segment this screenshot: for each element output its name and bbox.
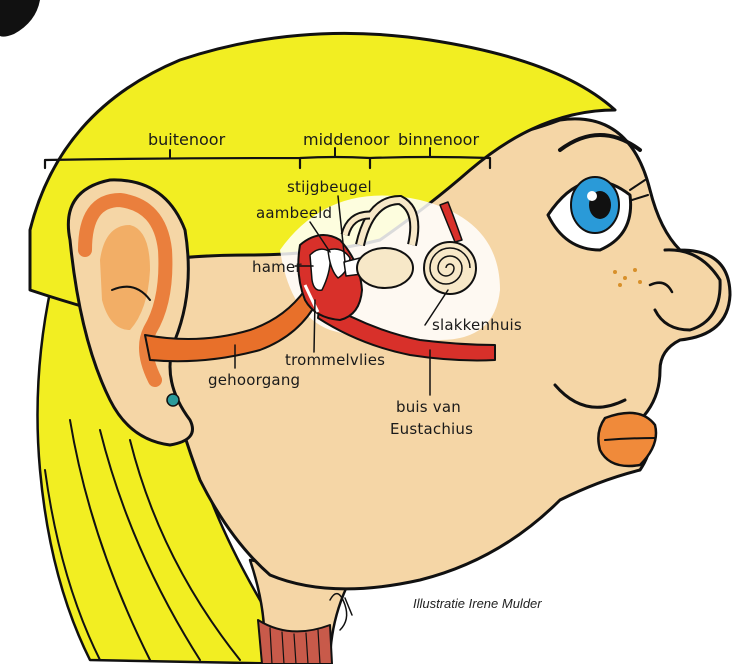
label-aambeeld: aambeeld [256,204,332,222]
label-buitenoor: buitenoor [148,130,226,149]
cochlea [424,242,476,294]
label-binnenoor: binnenoor [398,130,479,149]
vestibule [357,248,413,288]
illustration-credit: Illustratie Irene Mulder [413,596,542,611]
label-trommelvlies: trommelvlies [285,351,385,369]
label-hamer: hamer [252,258,302,276]
corner-blob [0,0,40,37]
label-gehoorgang: gehoorgang [208,371,300,389]
label-eustachius: Eustachius [390,420,473,438]
label-buis-van: buis van [396,398,461,416]
label-slakkenhuis: slakkenhuis [432,316,522,334]
label-stijgbeugel: stijgbeugel [287,178,372,196]
label-middenoor: middenoor [303,130,390,149]
earring [167,394,179,406]
